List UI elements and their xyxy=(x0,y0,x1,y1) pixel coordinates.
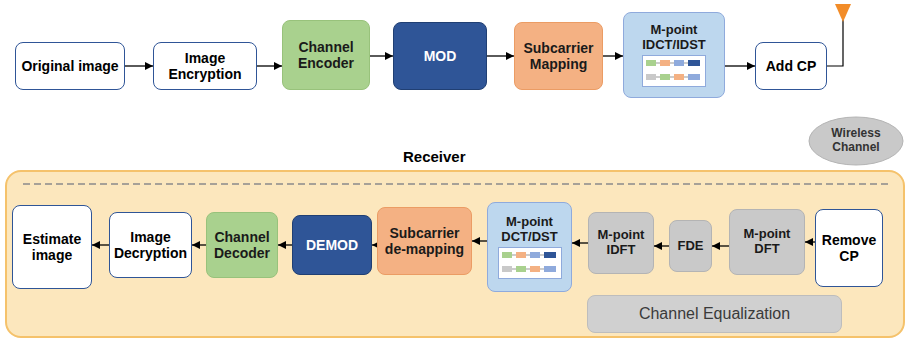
process-box: FDE xyxy=(669,220,712,272)
process-box: DEMOD xyxy=(292,215,372,275)
process-box: MOD xyxy=(393,22,487,90)
box-label: Remove CP xyxy=(819,232,879,264)
block-thumbnail xyxy=(498,247,562,279)
process-box: Add CP xyxy=(755,42,827,90)
process-box: Subcarrier de-mapping xyxy=(377,207,472,275)
box-label: DEMOD xyxy=(306,237,358,253)
process-box: Remove CP xyxy=(815,209,883,287)
flow-arrow xyxy=(487,55,514,56)
flow-arrow xyxy=(125,65,153,66)
flow-arrow xyxy=(603,55,623,56)
flow-arrow xyxy=(712,245,729,246)
box-label: Add CP xyxy=(766,58,817,74)
antenna-feed xyxy=(827,20,843,66)
antenna-symbol xyxy=(835,4,851,22)
box-label: Wireless Channel xyxy=(811,127,901,155)
box-label: M-point IDCT/IDST xyxy=(627,23,721,53)
box-label: Estimate image xyxy=(16,231,88,263)
flow-arrow xyxy=(372,244,377,245)
process-box: Image Encryption xyxy=(153,42,257,90)
process-box: Channel Decoder xyxy=(206,212,278,278)
box-label: M-point DCT/DST xyxy=(491,215,568,245)
output-box: Estimate image xyxy=(12,205,92,289)
block-thumbnail xyxy=(642,55,706,87)
receiver-panel: Receiver Estimate imageImage DecryptionC… xyxy=(5,170,905,338)
box-label: Image Decryption xyxy=(113,229,188,261)
box-label: Channel Encoder xyxy=(286,39,366,71)
flow-arrow xyxy=(370,55,393,56)
flow-arrow xyxy=(257,65,282,66)
process-box: M-point DFT xyxy=(729,209,805,275)
box-label: MOD xyxy=(424,48,457,64)
dashed-divider xyxy=(23,183,891,185)
flow-arrow xyxy=(654,245,669,246)
process-box: Image Decryption xyxy=(109,212,192,278)
box-label: Subcarrier de-mapping xyxy=(381,225,468,257)
flow-arrow xyxy=(278,244,292,245)
flow-arrow xyxy=(572,242,588,243)
group-box: Channel Equalization xyxy=(587,295,842,333)
box-label: FDE xyxy=(678,239,704,254)
input-box: Original image xyxy=(15,42,125,90)
transform-box: M-point DCT/DST xyxy=(487,202,572,292)
tx-antenna xyxy=(827,4,851,66)
box-label: M-point DFT xyxy=(733,227,801,257)
channel-ellipse: Wireless Channel xyxy=(808,116,904,166)
flow-arrow xyxy=(805,241,815,242)
ellipse-outline xyxy=(809,117,903,165)
box-label: Original image xyxy=(21,58,118,74)
flow-arrow xyxy=(725,65,755,66)
flow-arrow xyxy=(192,244,206,245)
flow-arrow xyxy=(92,244,109,245)
box-label: M-point IDFT xyxy=(592,228,650,258)
box-label: Channel Equalization xyxy=(639,305,790,323)
flow-arrow xyxy=(472,240,487,241)
process-box: Channel Encoder xyxy=(282,20,370,90)
process-box: Subcarrier Mapping xyxy=(514,22,603,90)
transform-box: M-point IDCT/IDST xyxy=(623,12,725,98)
panel-heading: Receiver xyxy=(403,148,466,165)
box-label: Channel Decoder xyxy=(210,229,274,261)
box-label: Image Encryption xyxy=(157,50,253,82)
process-box: M-point IDFT xyxy=(588,212,654,274)
box-label: Subcarrier Mapping xyxy=(518,40,599,72)
